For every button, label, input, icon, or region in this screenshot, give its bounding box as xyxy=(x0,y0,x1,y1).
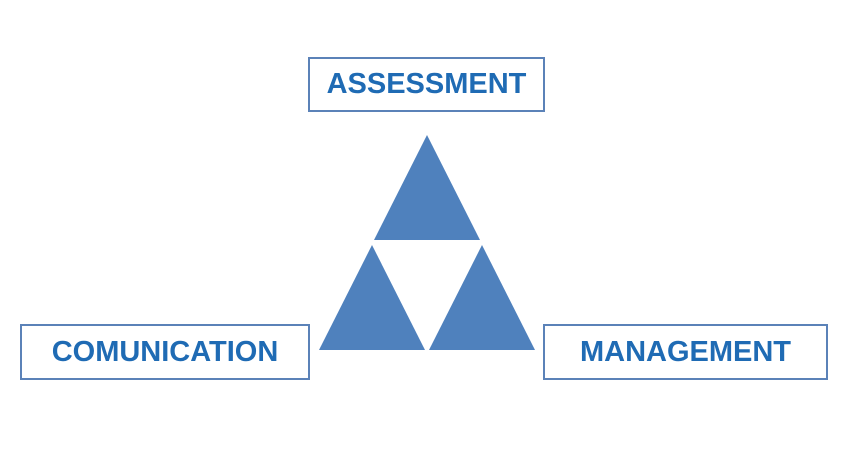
triangle-bottom-left xyxy=(319,245,425,350)
communication-label: COMUNICATION xyxy=(51,335,279,368)
assessment-label: ASSESSMENT xyxy=(326,68,527,100)
triangle-bottom-right xyxy=(429,245,535,350)
triangle-top xyxy=(374,135,480,240)
communication-box: COMUNICATION xyxy=(20,324,310,380)
management-label: MANAGEMENT xyxy=(579,335,792,368)
assessment-box: ASSESSMENT xyxy=(308,57,545,112)
management-box: MANAGEMENT xyxy=(543,324,828,380)
